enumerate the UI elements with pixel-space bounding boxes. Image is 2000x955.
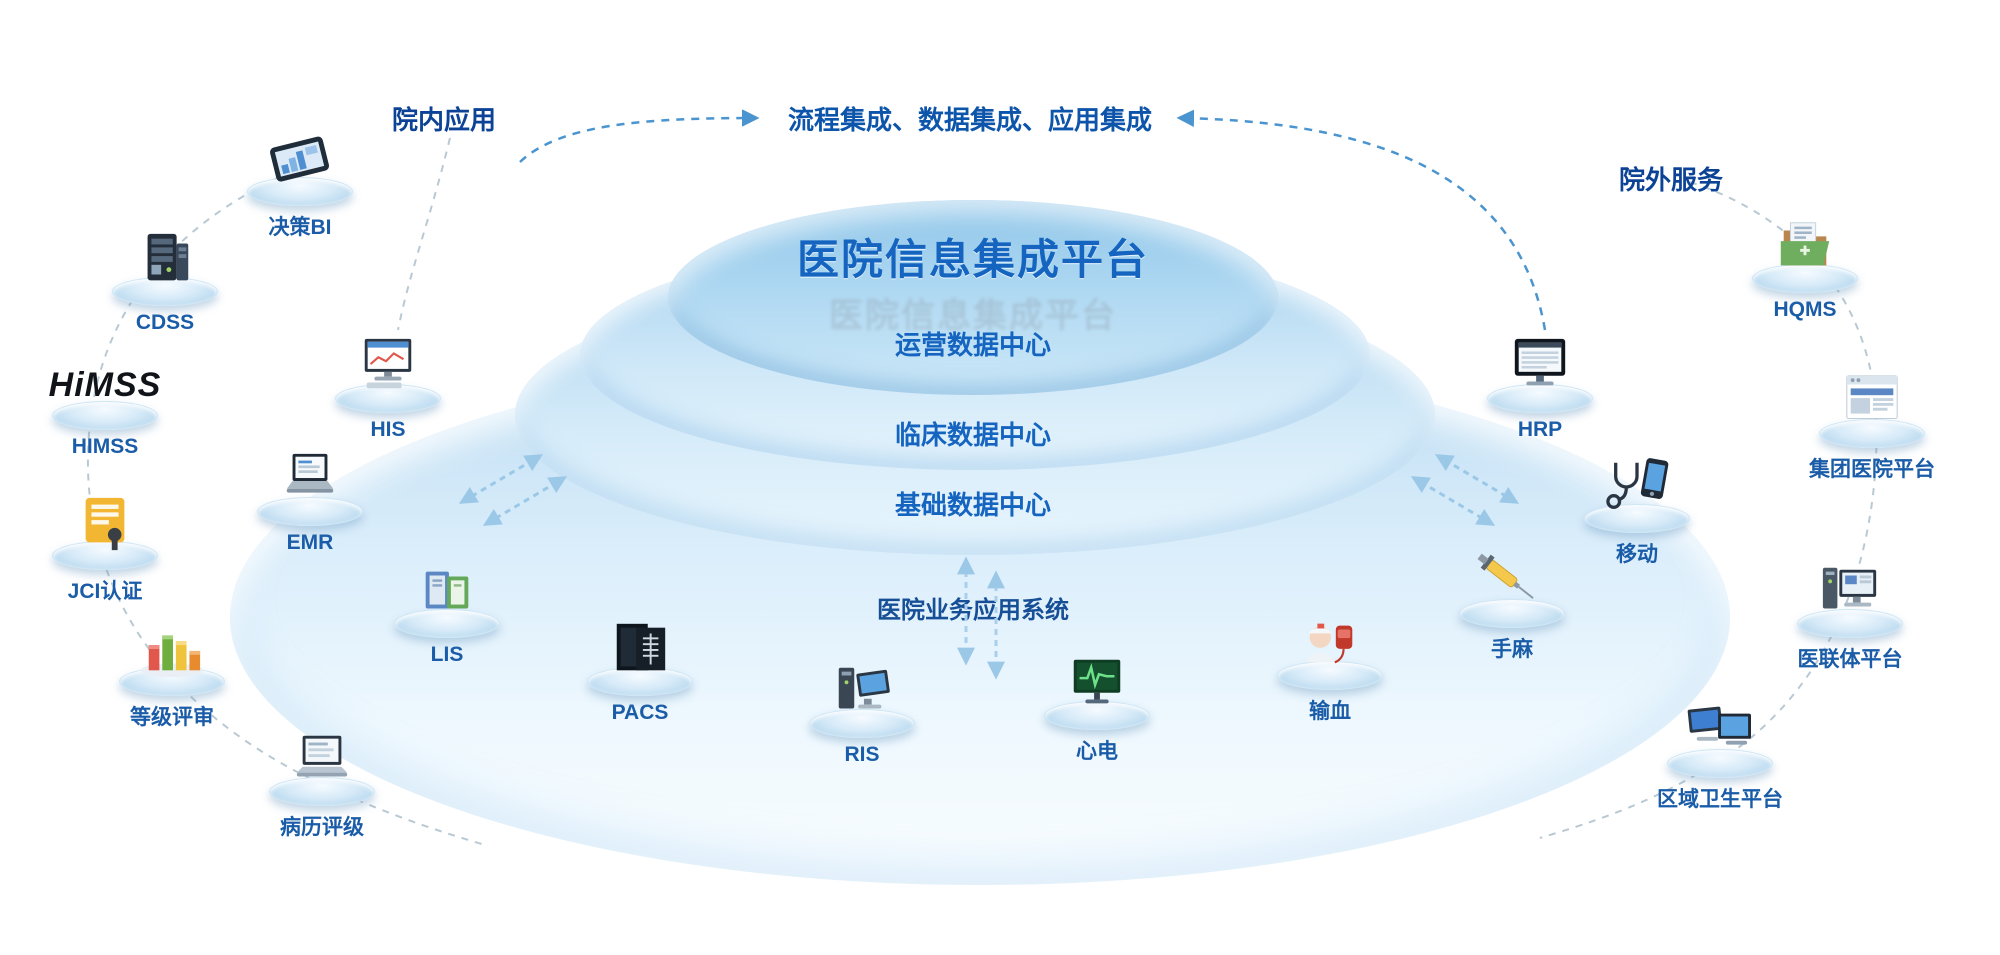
phone-stethoscope-icon bbox=[1552, 455, 1722, 517]
node-jci-certification: JCI认证 bbox=[20, 492, 190, 605]
node-label: HRP bbox=[1517, 418, 1563, 441]
node-grade-review: 等级评审 bbox=[87, 618, 257, 731]
folder-icon bbox=[1720, 215, 1890, 277]
monitor-spreadsheet-icon bbox=[1455, 335, 1625, 397]
node-label: EMR bbox=[286, 531, 334, 554]
left-header-arc bbox=[397, 137, 451, 331]
node-label: RIS bbox=[844, 743, 880, 766]
node-label: 移动 bbox=[1616, 543, 1658, 566]
layer-clinical-data-center: 临床数据中心 bbox=[894, 420, 1052, 450]
desktop-computer-icon bbox=[303, 335, 473, 397]
node-hqms: HQMS bbox=[1720, 215, 1890, 322]
left-integration-arrow bbox=[519, 109, 760, 163]
node-record-rating: 病历评级 bbox=[237, 728, 407, 841]
laptop-icon bbox=[237, 728, 407, 790]
node-regional-health-platform: 区域卫生平台 bbox=[1635, 700, 1805, 813]
node-ecg: 心电 bbox=[1012, 652, 1182, 765]
pedestal bbox=[1044, 701, 1150, 730]
dual-computers-icon bbox=[1635, 700, 1805, 762]
node-label: 病历评级 bbox=[280, 816, 364, 839]
pedestal bbox=[587, 667, 693, 696]
node-label: 输血 bbox=[1309, 700, 1351, 723]
node-transfusion: 输血 bbox=[1245, 612, 1415, 725]
node-label: 集团医院平台 bbox=[1809, 458, 1935, 481]
laptop-document-icon bbox=[225, 448, 395, 510]
node-label: HIMSS bbox=[71, 435, 139, 458]
node-label: LIS bbox=[430, 643, 464, 666]
layer-business-applications: 医院业务应用系统 bbox=[877, 597, 1069, 624]
files-icon bbox=[362, 560, 532, 622]
node-alliance-platform: 医联体平台 bbox=[1765, 560, 1935, 673]
bar-chart-icon bbox=[87, 618, 257, 680]
node-label: HQMS bbox=[1773, 298, 1837, 321]
platform-title: 医院信息集成平台 bbox=[796, 236, 1150, 283]
browser-window-icon bbox=[1787, 370, 1957, 432]
ecg-monitor-icon bbox=[1012, 652, 1182, 714]
node-label: 医联体平台 bbox=[1797, 648, 1903, 671]
pedestal bbox=[1277, 661, 1383, 690]
node-label: JCI认证 bbox=[67, 580, 143, 603]
platform-title-reflection: 医院信息集成平台 bbox=[829, 297, 1117, 335]
node-group-hospital-platform: 集团医院平台 bbox=[1787, 370, 1957, 483]
node-label: 区域卫生平台 bbox=[1657, 788, 1783, 811]
himss-logo-text: HiMSS bbox=[48, 366, 162, 404]
node-his: HIS bbox=[303, 335, 473, 442]
node-himss: HiMSS HIMSS bbox=[20, 352, 190, 459]
node-label: 心电 bbox=[1076, 740, 1118, 763]
blood-bag-nurse-icon bbox=[1245, 612, 1415, 674]
node-label: 手麻 bbox=[1491, 638, 1533, 661]
header-integration-types: 流程集成、数据集成、应用集成 bbox=[787, 105, 1153, 135]
layer-operations-data-center: 运营数据中心 bbox=[894, 330, 1052, 360]
node-pacs: PACS bbox=[555, 618, 725, 725]
header-in-hospital-apps: 院内应用 bbox=[391, 105, 497, 135]
workstation-icon bbox=[777, 660, 947, 722]
node-label: CDSS bbox=[135, 311, 195, 334]
header-out-hospital-services: 院外服务 bbox=[1618, 165, 1724, 195]
xray-film-icon bbox=[555, 618, 725, 680]
node-lis: LIS bbox=[362, 560, 532, 667]
node-ris: RIS bbox=[777, 660, 947, 767]
node-label: HIS bbox=[370, 418, 406, 441]
node-emr: EMR bbox=[225, 448, 395, 555]
himss-logo: HiMSS bbox=[20, 352, 190, 414]
tablet-dashboard-icon bbox=[215, 128, 385, 190]
node-hrp: HRP bbox=[1455, 335, 1625, 442]
certificate-icon bbox=[20, 492, 190, 554]
server-icon bbox=[80, 228, 250, 290]
node-decision-bi: 决策BI bbox=[215, 128, 385, 241]
layer-basic-data-center: 基础数据中心 bbox=[894, 490, 1052, 520]
platform-top-tier bbox=[668, 200, 1278, 395]
node-label: PACS bbox=[611, 701, 669, 724]
pc-tower-icon bbox=[1765, 560, 1935, 622]
node-mobile: 移动 bbox=[1552, 455, 1722, 568]
node-cdss: CDSS bbox=[80, 228, 250, 335]
syringe-icon bbox=[1427, 550, 1597, 612]
node-label: 等级评审 bbox=[130, 706, 214, 729]
pedestal bbox=[809, 709, 915, 738]
